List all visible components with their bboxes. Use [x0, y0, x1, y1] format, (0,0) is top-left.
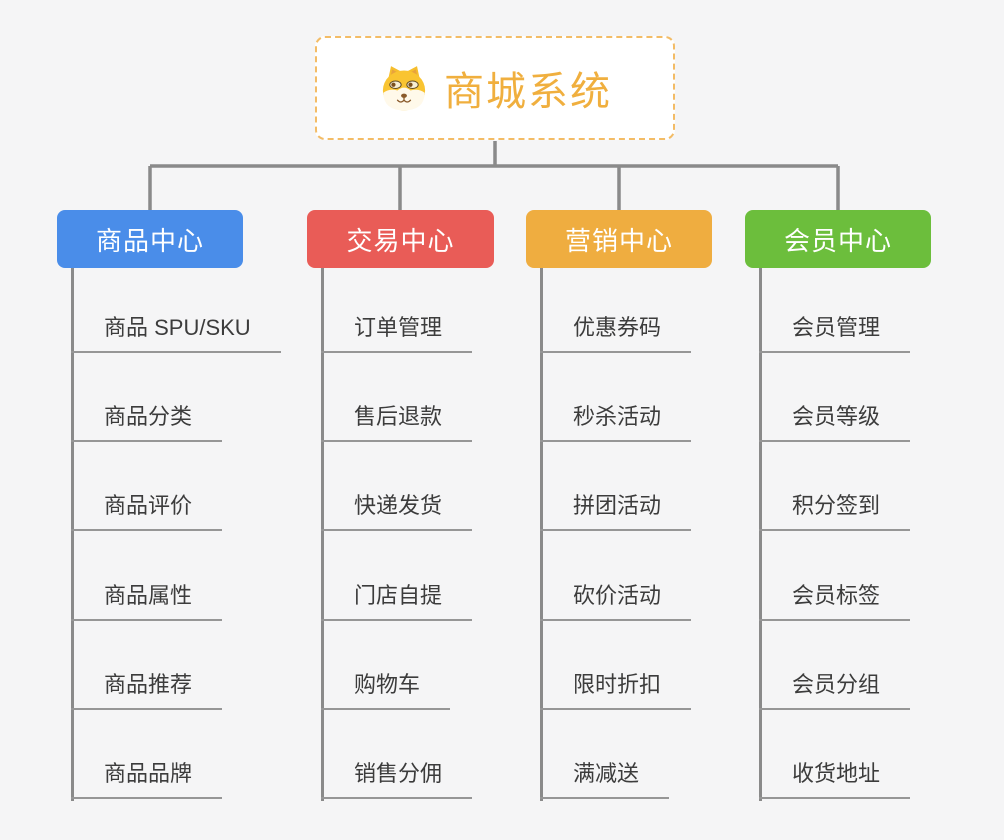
child-node[interactable]: 收货地址	[759, 756, 911, 799]
child-node[interactable]: 会员等级	[759, 399, 911, 443]
branch-title: 交易中心	[346, 225, 455, 256]
root-node[interactable]: 商城系统	[315, 36, 675, 140]
child-node[interactable]: 满减送	[540, 756, 670, 799]
child-node[interactable]: 商品分类	[71, 399, 223, 443]
child-node[interactable]: 销售分佣	[321, 756, 473, 799]
dog-face-icon	[382, 66, 426, 111]
branch-product-center: 商品中心 商品 SPU/SKU 商品分类商品评价商品属性商品推荐商品品牌	[57, 210, 281, 840]
child-node[interactable]: 优惠券码	[540, 310, 692, 353]
child-node[interactable]: 商品品牌	[71, 756, 223, 799]
child-node[interactable]: 商品评价	[71, 488, 223, 532]
child-node[interactable]: 商品推荐	[71, 667, 223, 710]
child-node[interactable]: 秒杀活动	[540, 399, 692, 443]
child-node[interactable]: 门店自提	[321, 578, 473, 621]
branch-trade-center: 交易中心 订单管理售后退款快递发货门店自提购物车销售分佣	[307, 210, 494, 840]
branch-node[interactable]: 会员中心	[745, 210, 931, 268]
branch-node[interactable]: 交易中心	[307, 210, 494, 268]
branch-connector-line	[321, 268, 324, 801]
branch-node[interactable]: 商品中心	[57, 210, 243, 268]
branch-member-center: 会员中心 会员管理会员等级积分签到会员标签会员分组收货地址	[745, 210, 931, 840]
branch-connector-line	[759, 268, 762, 801]
child-node[interactable]: 砍价活动	[540, 578, 692, 621]
branch-title: 会员中心	[783, 225, 892, 256]
child-node[interactable]: 限时折扣	[540, 667, 692, 710]
branch-connector-line	[540, 268, 543, 801]
branch-marketing-center: 营销中心 优惠券码秒杀活动拼团活动砍价活动限时折扣满减送	[526, 210, 712, 840]
child-node[interactable]: 快递发货	[321, 488, 473, 532]
child-node[interactable]: 会员分组	[759, 667, 911, 710]
child-node[interactable]: 订单管理	[321, 310, 473, 353]
child-node[interactable]: 拼团活动	[540, 488, 692, 532]
child-node[interactable]: 购物车	[321, 667, 451, 710]
child-node[interactable]: 商品属性	[71, 578, 223, 621]
branch-connector-line	[71, 268, 74, 801]
branch-title: 营销中心	[564, 225, 673, 256]
child-node[interactable]: 商品 SPU/SKU	[71, 310, 281, 353]
child-node[interactable]: 积分签到	[759, 488, 911, 532]
child-node[interactable]: 会员管理	[759, 310, 911, 353]
branch-title: 商品中心	[95, 225, 204, 256]
root-title: 商城系统	[444, 70, 612, 114]
child-node[interactable]: 售后退款	[321, 399, 473, 443]
branch-node[interactable]: 营销中心	[526, 210, 712, 268]
child-node[interactable]: 会员标签	[759, 578, 911, 621]
